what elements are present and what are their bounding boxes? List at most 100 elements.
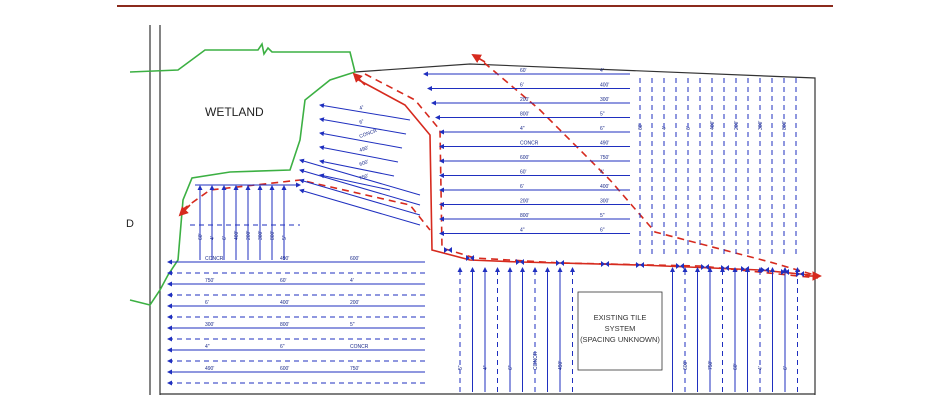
bowtie-junction-icon (721, 265, 729, 271)
tile-size-label: 800' (270, 231, 276, 240)
tile-size-label: 750' (205, 278, 214, 284)
tile-size-label: 400' (600, 83, 609, 89)
bowtie-junction-icon (761, 267, 769, 273)
tile-size-label: 4" (205, 344, 210, 350)
tile-size-label: CONCR (533, 351, 539, 370)
tile-size-label: 60' (198, 233, 204, 240)
bowtie-junction-icon (796, 271, 804, 277)
tile-size-labels: 60' 4' 6' 400' 200' 300' 800' 5" 4" 6" CONCR 490' 60… (198, 68, 789, 372)
tile-size-label: 300' (600, 97, 609, 103)
tile-size-label: 5" (600, 213, 605, 219)
tile-size-label: 4' (600, 68, 604, 74)
tile-size-label: 600' (520, 155, 529, 161)
tile-size-label: 60' (520, 68, 527, 74)
tile-flow-arrow-icon (319, 131, 403, 149)
outlet-arrow-icon (178, 204, 191, 217)
tile-size-label: CONCR (350, 344, 369, 350)
tile-size-label: 750' (359, 173, 370, 182)
tile-size-label: 60' (733, 363, 739, 370)
tile-size-label: 4" (483, 365, 489, 370)
wetland-label: WETLAND (205, 105, 264, 119)
tile-size-label: 490' (359, 145, 370, 154)
tile-size-label: 400' (600, 184, 609, 190)
tile-size-label: 6" (359, 119, 366, 126)
tile-size-label: 6' (520, 83, 524, 89)
tile-size-label: 4' (662, 126, 668, 130)
tile-size-label: 4' (600, 170, 604, 176)
bowtie-junction-icon (741, 266, 749, 272)
existing-tile-label-3: (SPACING UNKNOWN) (580, 335, 660, 344)
tile-size-label: 200' (520, 199, 529, 205)
tile-size-label: 60' (280, 278, 287, 284)
bowtie-junction-icon (444, 247, 452, 253)
tile-size-label: 4" (359, 105, 366, 112)
bowtie-junction-icon (781, 269, 789, 275)
field-boundary (149, 25, 816, 395)
tile-size-label: 400' (234, 231, 240, 240)
existing-tile-label-1: EXISTING TILE (594, 313, 647, 322)
tile-size-label: 6' (222, 236, 228, 240)
outlet-arrows (178, 54, 822, 281)
tile-size-label: 800' (280, 322, 289, 328)
tile-size-label: 800' (782, 121, 788, 130)
wetland-edge-line (129, 41, 356, 306)
tile-size-label: 600' (350, 256, 359, 262)
outlet-arrow-icon (471, 54, 486, 64)
tile-size-label: 300' (258, 231, 264, 240)
tile-size-label: 4' (758, 366, 764, 370)
bowtie-junction-icon (636, 262, 644, 268)
tile-size-label: 750' (350, 366, 359, 372)
bowtie-junction-icon (466, 255, 474, 261)
tile-size-label: 400' (280, 300, 289, 306)
tile-size-label: 400' (710, 121, 716, 130)
tile-size-label: 600' (280, 366, 289, 372)
tile-flow-arrow-icon (299, 158, 421, 196)
outlet-arrow-icon (352, 72, 366, 86)
tile-size-label: 5" (458, 365, 464, 370)
tile-size-label: 5" (600, 112, 605, 118)
bowtie-junction-icon (556, 260, 564, 266)
tile-size-label: 490' (280, 256, 289, 262)
tile-flow-arrow-icon (299, 178, 421, 216)
tile-flow-arrow-icon (319, 117, 407, 135)
tile-size-label: CONCR (520, 141, 539, 147)
tile-size-label: 800' (520, 112, 529, 118)
tile-size-label: 6' (686, 126, 692, 130)
tile-flow-arrow-icon (319, 103, 411, 121)
existing-tile-system-box (577, 291, 663, 371)
tile-size-label: 490' (600, 141, 609, 147)
tile-size-label: CONCR (359, 128, 379, 140)
tile-size-label: 300' (205, 322, 214, 328)
bowtie-junction-icon (676, 263, 684, 269)
tile-size-label: 60' (638, 123, 644, 130)
tile-size-label: 490' (558, 361, 564, 370)
tile-size-label: 6" (600, 126, 605, 132)
tile-size-label: 6" (508, 365, 514, 370)
tile-size-label: 750' (600, 155, 609, 161)
tile-size-label: 6' (205, 300, 209, 306)
tile-size-label: 5" (282, 235, 288, 240)
tile-size-label: 200' (246, 231, 252, 240)
bowtie-junction-icon (601, 261, 609, 267)
tile-size-label: 5" (350, 322, 355, 328)
tile-flow-arrow-icon (319, 159, 395, 177)
tile-size-label: 490' (205, 366, 214, 372)
tile-size-label: 4' (210, 236, 216, 240)
tile-flow-arrow-icon (299, 168, 421, 206)
tile-size-label: 600' (359, 159, 370, 168)
tile-size-label: 6" (600, 228, 605, 234)
tile-size-label: 600' (683, 361, 689, 370)
tile-size-label: 6" (280, 344, 285, 350)
tile-size-label: 200' (734, 121, 740, 130)
tile-laterals (167, 71, 800, 392)
tile-size-label: 60' (520, 170, 527, 176)
tile-size-label: 200' (520, 97, 529, 103)
tile-size-label: 800' (520, 213, 529, 219)
tile-size-label: 4' (350, 278, 354, 284)
tile-size-label: 4" (520, 228, 525, 234)
bowtie-junction-icon (516, 259, 524, 265)
tile-size-label: 6' (783, 366, 789, 370)
tile-flow-arrow-icon (319, 145, 399, 163)
tile-size-label: 750' (708, 361, 714, 370)
